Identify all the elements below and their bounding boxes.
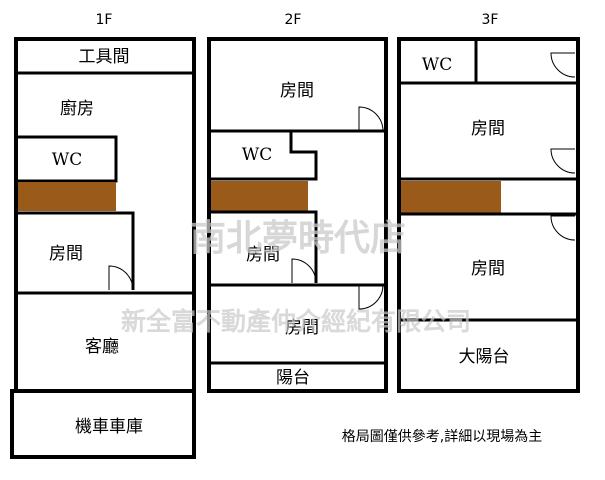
wall bbox=[209, 210, 318, 283]
room-label-room-mid: 房間 bbox=[246, 245, 280, 265]
door-swing-icon bbox=[358, 106, 384, 132]
floor-3f: 3F WC 房間 房間 大陽台 bbox=[397, 12, 580, 393]
disclaimer-note: 格局圖僅供參考,詳細以現場為主 bbox=[342, 429, 542, 445]
wc-wall bbox=[209, 131, 318, 181]
door-swing-icon bbox=[291, 258, 317, 284]
room-label-wc: WC bbox=[52, 150, 82, 170]
room-label-room-top: 房間 bbox=[280, 81, 314, 101]
floor-1f-heading: 1F bbox=[96, 12, 113, 28]
floor-2f-heading: 2F bbox=[285, 12, 302, 28]
room-label-room: 房間 bbox=[49, 244, 83, 264]
door-swing-icon bbox=[108, 265, 134, 291]
floor-3f-heading: 3F bbox=[482, 12, 499, 28]
floor-1f: 1F 工具間 廚房 WC 房間 客廳 機車車庫 bbox=[10, 12, 196, 459]
room-label-living-room: 客廳 bbox=[85, 337, 119, 357]
stair bbox=[401, 181, 501, 213]
room-label-room-top: 房間 bbox=[471, 119, 505, 139]
floor-2f: 2F 房間 WC 房間 房間 陽台 bbox=[207, 12, 388, 393]
stair bbox=[211, 181, 308, 211]
room-label-garage: 機車車庫 bbox=[75, 417, 143, 437]
door-swing-icon bbox=[550, 148, 576, 174]
door-swing-icon bbox=[550, 215, 576, 241]
room-label-tool-room: 工具間 bbox=[79, 47, 130, 67]
room-label-wc: WC bbox=[422, 55, 452, 75]
room-label-kitchen: 廚房 bbox=[60, 98, 94, 119]
floor-2f-outline bbox=[207, 37, 388, 393]
room-label-balcony: 陽台 bbox=[276, 368, 310, 388]
wc-wall bbox=[14, 135, 118, 183]
stair bbox=[18, 182, 116, 211]
watermark-secondary: 新全富不動產仲介經紀有限公司 bbox=[121, 307, 471, 336]
room-label-room-low: 房間 bbox=[285, 318, 319, 338]
door-swing-icon bbox=[358, 284, 384, 310]
wall bbox=[16, 211, 135, 290]
room-label-room-mid: 房間 bbox=[471, 259, 505, 279]
room-label-big-balcony: 大陽台 bbox=[459, 347, 510, 367]
door-swing-icon bbox=[550, 52, 576, 78]
floor-1f-garage-outline bbox=[10, 389, 196, 459]
room-label-wc: WC bbox=[242, 145, 272, 165]
watermark-primary: 南北夢時代店 bbox=[190, 217, 406, 259]
